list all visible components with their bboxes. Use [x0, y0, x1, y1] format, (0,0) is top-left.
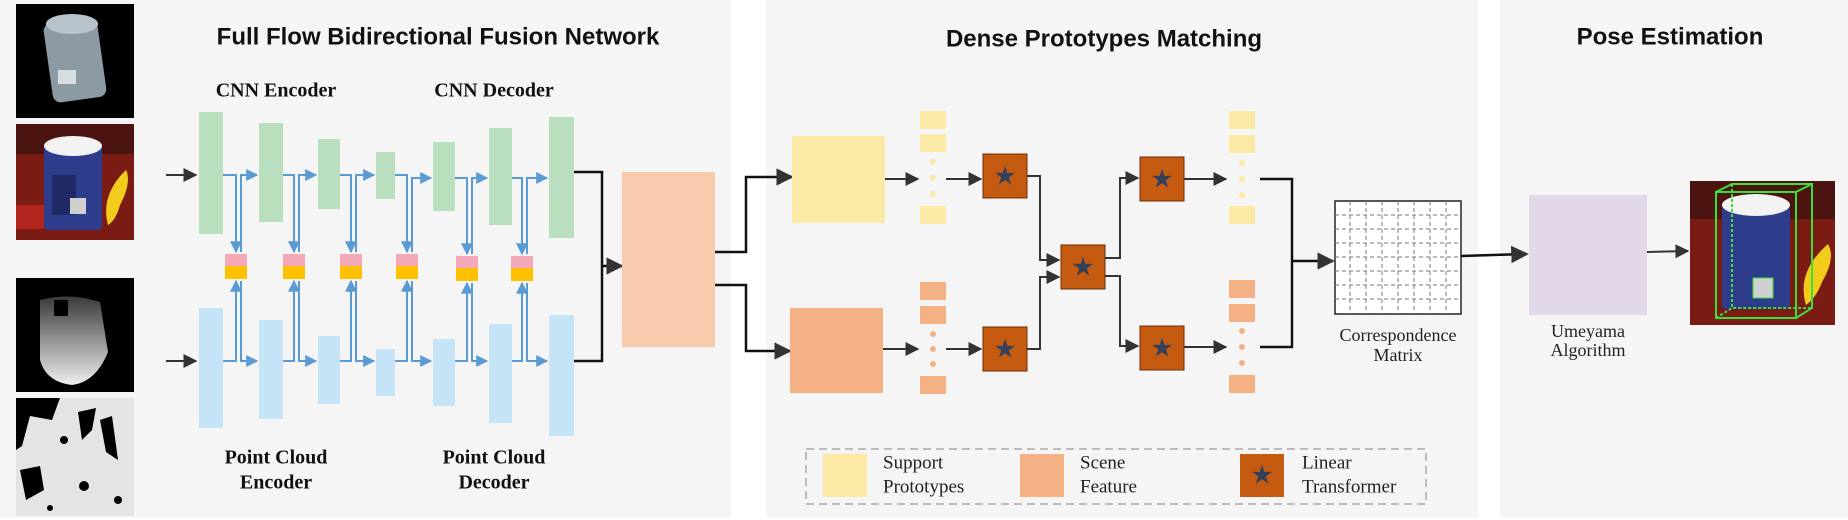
- scene-tokens-1: [920, 282, 946, 394]
- pc-encoder-label-line1: Point Cloud: [225, 447, 328, 469]
- pc-block: [549, 315, 574, 436]
- cnn-block: [549, 117, 574, 238]
- star-icon: ★: [993, 162, 1016, 192]
- pose-result-image: [1690, 181, 1835, 325]
- legend-transformer-line1: Linear: [1302, 452, 1352, 473]
- cnn-decoder-label: CNN Decoder: [434, 80, 554, 102]
- pc-block: [259, 320, 283, 419]
- linear-transformer: ★: [982, 326, 1028, 372]
- cnn-block: [318, 139, 340, 209]
- blue-connections: [223, 169, 549, 367]
- legend-scene-swatch: [1020, 454, 1064, 497]
- cnn-block: [489, 128, 512, 225]
- support-tokens-2: [1229, 111, 1255, 224]
- star-icon: ★: [1150, 165, 1173, 195]
- pc-block: [489, 324, 512, 423]
- legend-transformer-line2: Transformer: [1302, 476, 1397, 497]
- pc-decoder-label-line2: Decoder: [458, 472, 529, 494]
- pc-blocks: [199, 308, 574, 436]
- corr-label-line2: Matrix: [1374, 345, 1423, 365]
- pc-block: [433, 339, 455, 406]
- pc-block: [318, 336, 340, 404]
- to-result-arrow: [1646, 244, 1690, 259]
- point-cloud-image: [16, 398, 134, 516]
- matching-title: Dense Prototypes Matching: [946, 25, 1262, 52]
- legend-support-line1: Support: [883, 452, 944, 473]
- depth-map-image: [16, 278, 134, 392]
- corr-label-line1: Correspondence: [1340, 325, 1457, 345]
- pc-decoder-label-line1: Point Cloud: [443, 447, 546, 469]
- legend-transformer-swatch: [1240, 454, 1284, 497]
- cnn-encoder-label: CNN Encoder: [216, 80, 337, 102]
- pc-block: [376, 349, 395, 396]
- to-scene-arrow: [715, 283, 792, 360]
- object-template-image: [16, 4, 134, 118]
- umeyama-label-line1: Umeyama: [1551, 321, 1625, 341]
- legend-scene-line1: Scene: [1080, 452, 1125, 473]
- linear-transformer: ★: [982, 153, 1028, 199]
- cnn-block: [199, 112, 223, 234]
- input-images: [16, 4, 134, 516]
- legend-support-swatch: [823, 454, 867, 497]
- star-icon: ★: [1071, 253, 1094, 283]
- linear-transformer: ★: [1139, 325, 1185, 371]
- arrow: [1027, 175, 1061, 267]
- linear-transformer: ★: [1139, 156, 1185, 202]
- cnn-blocks: [199, 112, 574, 238]
- support-prototypes-block: [792, 136, 885, 223]
- scene-tokens-2: [1229, 280, 1255, 393]
- legend-support-line2: Prototypes: [883, 476, 964, 497]
- arrow: [1027, 270, 1061, 350]
- legend-scene-line2: Feature: [1080, 476, 1137, 497]
- fusion-title: Full Flow Bidirectional Fusion Network: [217, 23, 660, 50]
- arrow: [1105, 275, 1140, 353]
- star-icon: ★: [1150, 334, 1173, 364]
- correspondence-matrix: [1334, 200, 1462, 315]
- scene-feature-block: [790, 308, 883, 393]
- pc-block: [199, 308, 223, 428]
- cnn-block: [376, 152, 395, 199]
- umeyama-block: [1529, 195, 1647, 315]
- arrow: [1260, 177, 1294, 349]
- support-tokens-1: [920, 111, 946, 224]
- pose-title: Pose Estimation: [1577, 23, 1764, 50]
- to-support-arrow: [715, 168, 794, 254]
- linear-transformer: ★: [1060, 244, 1106, 290]
- rgb-scene-image: [16, 124, 134, 240]
- arrow: [1105, 171, 1140, 259]
- cnn-block: [433, 142, 455, 211]
- fused-feature-block: [622, 172, 715, 347]
- fusion-modules: [225, 254, 533, 281]
- to-umeyama-arrow: [1460, 245, 1529, 264]
- star-icon: ★: [993, 335, 1016, 365]
- pc-encoder-label-line2: Encoder: [240, 472, 312, 494]
- legend: Support Prototypes Scene Feature ★ Linea…: [805, 448, 1427, 505]
- star-icon: ★: [1250, 461, 1273, 491]
- umeyama-label-line2: Algorithm: [1551, 340, 1626, 360]
- cnn-block: [259, 123, 283, 222]
